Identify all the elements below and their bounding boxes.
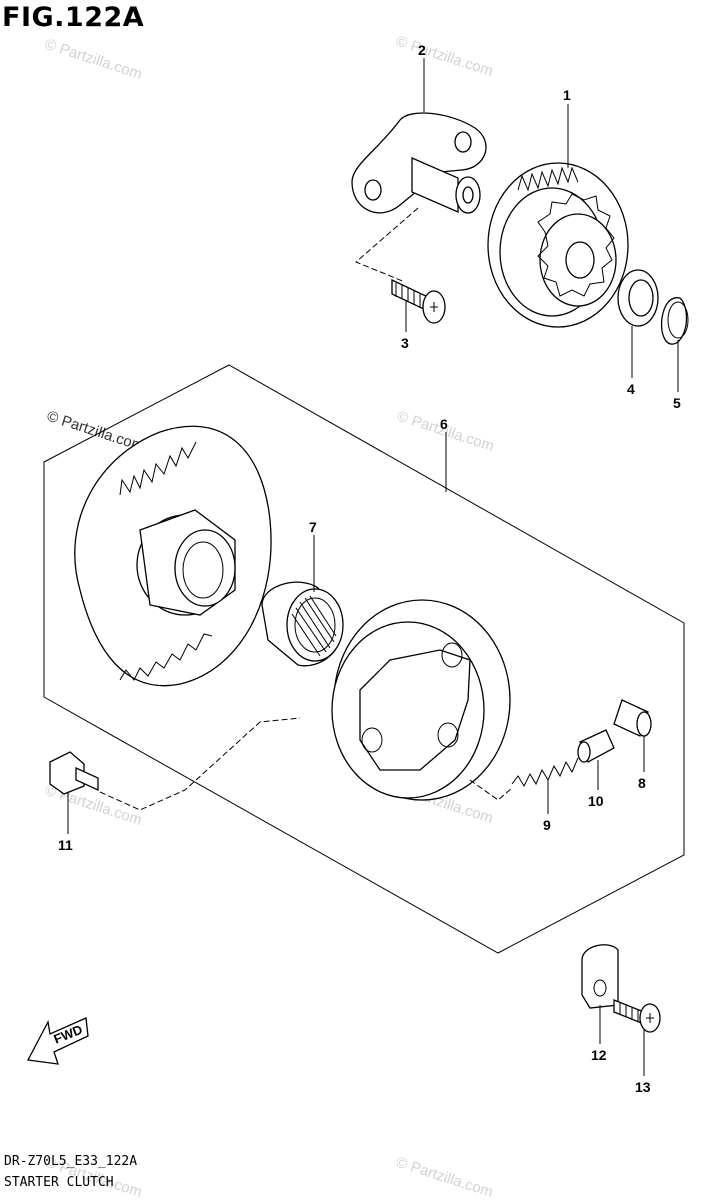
part-7-needle-bearing (261, 581, 344, 667)
callout-leaders (67, 58, 679, 1076)
callout-3: 3 (401, 335, 409, 351)
callout-10: 10 (588, 793, 604, 809)
callout-5: 5 (673, 395, 681, 411)
part-11-bolt (49, 751, 99, 795)
part-4-washer (617, 269, 659, 327)
callout-1: 1 (563, 87, 571, 103)
part-2-shaft-bracket (351, 112, 487, 214)
leader-dash (355, 207, 419, 283)
figure-title: FIG.122A (2, 2, 145, 33)
callout-13: 13 (635, 1079, 651, 1095)
leader-dash (469, 779, 513, 801)
assembly-box (43, 364, 685, 954)
watermark: © Partzilla.com (394, 33, 495, 80)
callout-6: 6 (440, 416, 448, 432)
callout-4: 4 (627, 381, 635, 397)
part-12-plate (581, 944, 619, 1009)
callout-numbers: 2 1 3 4 5 6 7 8 9 10 11 12 13 (58, 42, 681, 1095)
callout-2: 2 (418, 42, 426, 58)
part-8-roller (613, 699, 652, 737)
callout-9: 9 (543, 817, 551, 833)
diagram-subtitle: STARTER CLUTCH (4, 1175, 114, 1190)
leader-dash (99, 717, 301, 811)
fwd-arrow-icon: FWD (26, 1017, 89, 1065)
part-1-idle-gear (487, 162, 629, 328)
part-6-clutch-housing (331, 599, 511, 801)
callout-12: 12 (591, 1047, 607, 1063)
part-3-screw (391, 278, 446, 324)
part-9-spring (511, 757, 579, 788)
diagram-code: DR-Z70L5_E33_122A (4, 1154, 138, 1169)
watermark: © Partzilla.com (394, 1154, 495, 1200)
part-10-plunger (577, 729, 615, 763)
callout-7: 7 (309, 519, 317, 535)
part-6-starter-driven-gear (74, 425, 272, 687)
watermark: © Partzilla.com (43, 36, 144, 83)
part-13-screw (613, 999, 661, 1033)
callout-11: 11 (58, 837, 73, 853)
callout-8: 8 (638, 775, 646, 791)
part-5-circlip (660, 297, 689, 345)
